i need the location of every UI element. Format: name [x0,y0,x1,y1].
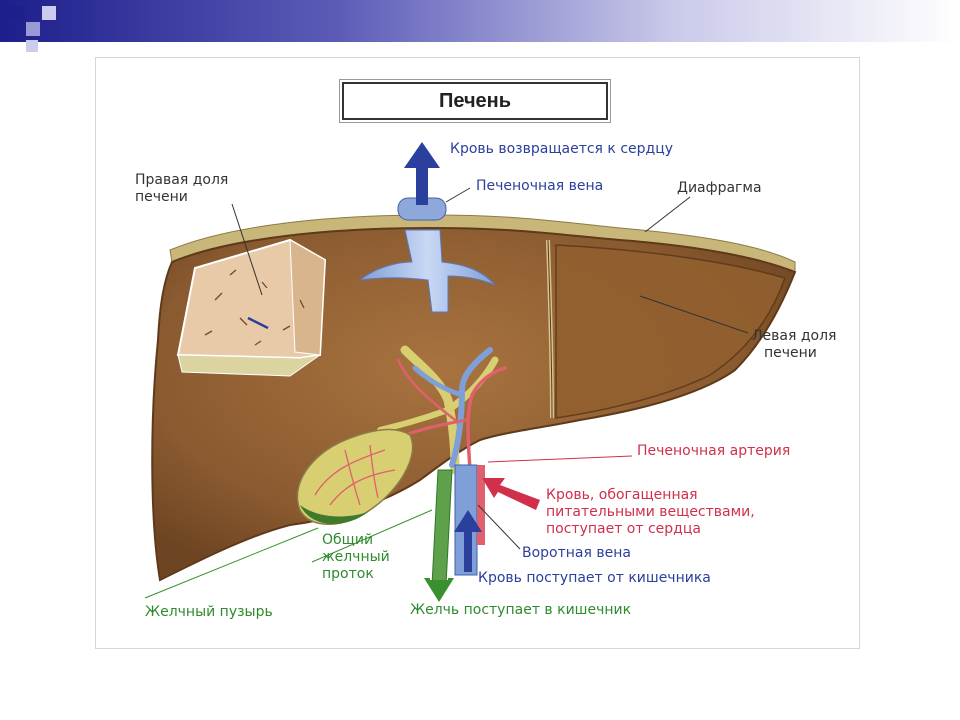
label-line: Кровь, обогащенная [546,487,698,503]
label-line: поступает от сердца [546,521,701,537]
label-line: Правая доля [135,172,229,188]
label-line: питательными веществами, [546,504,755,520]
label-diaphragm: Диафрагма [677,180,762,196]
left-lobe-surface [555,244,786,419]
label-hepatic-artery: Печеночная артерия [637,443,791,459]
hepatic-vein-shape [358,229,496,313]
label-portal-vein: Воротная вена [522,545,631,561]
bile-duct-trunk [431,469,453,586]
label-line: Общий [322,532,374,548]
label-gallbladder: Желчный пузырь [145,604,273,620]
label-left-lobe: Левая доля печени [752,328,836,362]
diagram-title: Печень [339,79,611,123]
decor-square [26,22,40,36]
label-line: печени [764,345,817,361]
up-arrow [404,142,440,205]
label-line: желчный [322,549,390,565]
decor-square [42,6,56,20]
label-blood-from-intestine: Кровь поступает от кишечника [478,570,711,586]
decor-square [26,40,38,52]
header-gradient-bar [0,0,960,42]
label-line: проток [322,566,374,582]
label-right-lobe: Правая доля печени [135,172,228,206]
label-bile-to-intestine: Желчь поступает в кишечник [410,602,632,618]
label-line: печени [135,189,188,205]
blood-up-arrow [454,510,482,572]
label-enriched-blood: Кровь, обогащенная питательными вещества… [546,487,755,538]
artery-arrow [482,478,540,510]
hepatic-artery-trunk [477,465,485,545]
label-blood-returns: Кровь возвращается к сердцу [450,141,674,157]
bile-down-arrow [424,578,454,602]
label-common-bile-duct: Общий желчный проток [322,532,390,583]
label-line: Левая доля [752,328,837,344]
label-hepatic-vein: Печеночная вена [476,178,604,194]
decor-square [10,6,24,20]
